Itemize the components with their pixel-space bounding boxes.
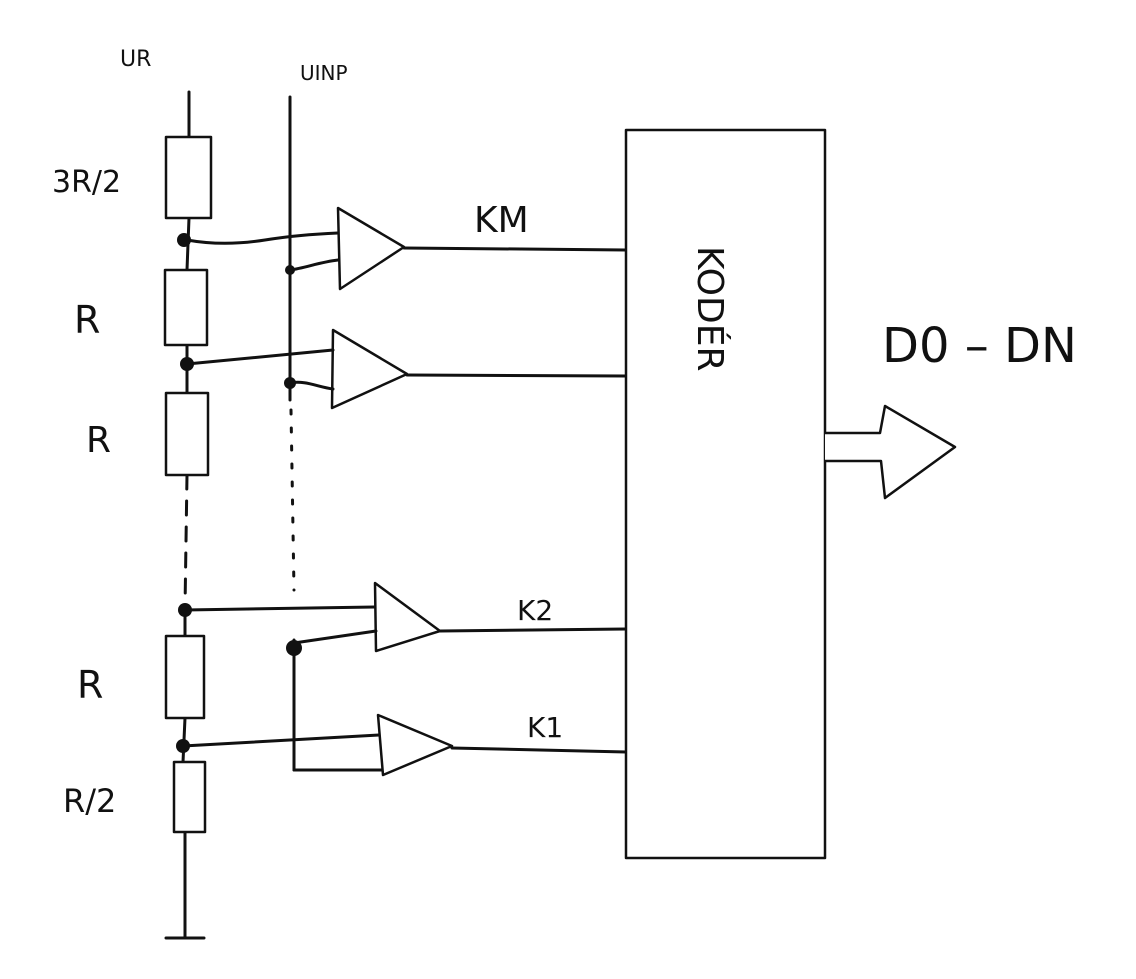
resistor-r-2 [164, 391, 210, 477]
resistor-3r2 [164, 135, 213, 220]
output-bus-arrow [825, 404, 957, 500]
encoder-block [624, 128, 827, 860]
label-resistor-r-3: R [77, 663, 103, 707]
resistor-r-3 [164, 634, 206, 720]
comparator-k2 [183, 581, 628, 653]
resistor-r-1 [163, 268, 209, 347]
comparator-2 [185, 328, 628, 410]
label-resistor-3r2: 3R/2 [52, 165, 121, 200]
label-resistor-r-1: R [74, 298, 100, 342]
comparator-k1 [181, 713, 628, 777]
label-output-bus: D0 – DN [882, 318, 1077, 374]
input-rail [288, 95, 385, 772]
label-comparator-km: KM [474, 200, 529, 241]
junction-nodes [176, 233, 302, 753]
label-uinp: UINP [300, 61, 348, 85]
label-ur: UR [120, 47, 151, 72]
label-resistor-r-2: R [86, 420, 111, 461]
label-resistor-r2: R/2 [63, 782, 116, 820]
label-comparator-k2: K2 [517, 594, 553, 627]
resistor-r2 [172, 760, 207, 834]
label-encoder: KODÉR [689, 246, 731, 371]
comparator-km [185, 206, 628, 291]
label-comparator-k1: K1 [527, 711, 563, 744]
